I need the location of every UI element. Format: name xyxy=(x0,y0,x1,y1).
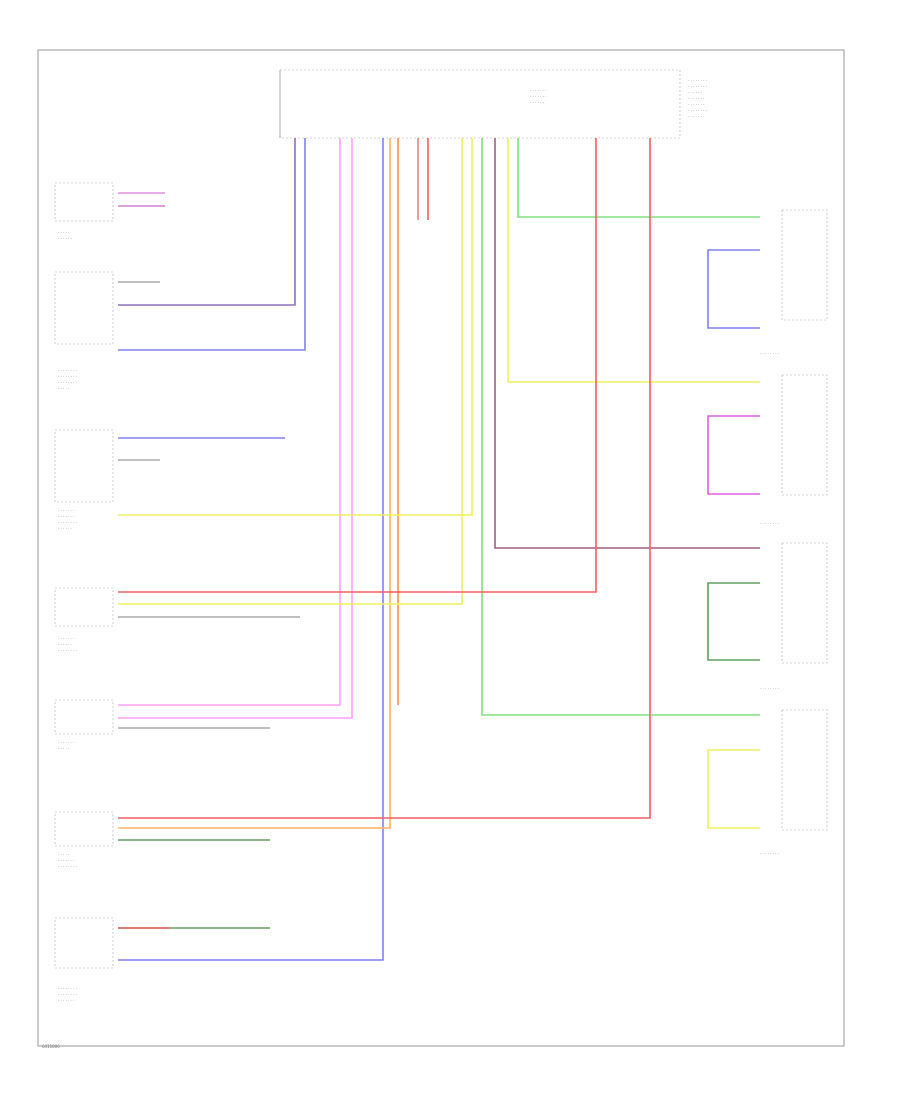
central-control-module: · · · · · · · · · · · · · · · · · · · · … xyxy=(279,69,707,139)
wire-yellow-loop xyxy=(707,749,760,829)
svg-text:· · · · · ·: · · · · · · xyxy=(688,90,702,95)
svg-text:· · · · ·: · · · · · xyxy=(58,852,69,857)
svg-text:· · · · ·: · · · · · xyxy=(58,386,69,391)
svg-text:· · · · · · · ·: · · · · · · · · xyxy=(760,521,779,526)
wire-green-b xyxy=(517,138,760,218)
svg-text:· · · · · · ·: · · · · · · · xyxy=(688,102,705,107)
svg-text:· · · · · · · ·: · · · · · · · · xyxy=(58,520,77,525)
wire-brown xyxy=(494,138,760,549)
svg-text:· · · · · · ·: · · · · · · · xyxy=(58,998,75,1003)
svg-text:· · · · · · ·: · · · · · · · xyxy=(530,94,547,99)
svg-text:· · · · · · · ·: · · · · · · · · xyxy=(58,648,77,653)
wire-darkgreen-loop xyxy=(707,582,760,661)
svg-text:· · · · · · · ·: · · · · · · · · xyxy=(58,864,77,869)
svg-text:· · · · · · ·: · · · · · · · xyxy=(58,858,75,863)
left-components: · · · · · · · · · · · · · · · · · · · · … xyxy=(54,182,114,1003)
wire-yellow-c xyxy=(507,138,760,383)
svg-text:· · · · · ·: · · · · · · xyxy=(530,100,544,105)
svg-text:· · · · · · · ·: · · · · · · · · xyxy=(58,380,77,385)
svg-text:· · · · · · · ·: · · · · · · · · xyxy=(688,108,707,113)
diagram-frame xyxy=(37,49,845,1047)
svg-text:· · · · · · · ·: · · · · · · · · xyxy=(58,374,77,379)
wires xyxy=(118,138,760,961)
svg-text:· · · · · · ·: · · · · · · · xyxy=(688,114,705,119)
svg-text:· · · · · · · ·: · · · · · · · · xyxy=(58,368,77,373)
wire-pink-b xyxy=(118,138,353,719)
svg-text:· · · · · · ·: · · · · · · · xyxy=(58,636,75,641)
svg-text:· · · · · · ·: · · · · · · · xyxy=(58,740,75,745)
wire-blue-loop xyxy=(707,249,760,329)
svg-text:· · · · · · · ·: · · · · · · · · xyxy=(688,84,707,89)
svg-text:· · · · ·: · · · · · xyxy=(58,746,69,751)
svg-text:· · · · · ·: · · · · · · xyxy=(58,642,72,647)
svg-text:· · · · · · ·: · · · · · · · xyxy=(530,88,547,93)
wire-red-a xyxy=(118,138,597,593)
svg-text:· · · · · · · ·: · · · · · · · · xyxy=(58,992,77,997)
svg-text:· · · · · · ·: · · · · · · · xyxy=(58,514,75,519)
svg-text:· · · · · ·: · · · · · · xyxy=(58,526,72,531)
wire-violet-b xyxy=(118,138,306,351)
svg-text:· · · · · · · ·: · · · · · · · · xyxy=(760,351,779,356)
wire-red-b xyxy=(118,138,651,819)
svg-text:· · · · ·: · · · · · xyxy=(58,230,69,235)
svg-text:· · · · · · ·: · · · · · · · xyxy=(688,96,705,101)
svg-text:· · · · · · · ·: · · · · · · · · xyxy=(760,851,779,856)
wire-pink-a xyxy=(118,138,341,706)
wire-yellow-a xyxy=(118,138,463,605)
svg-text:· · · · · ·: · · · · · · xyxy=(58,236,72,241)
right-components: · · · · · · · · · · · · · · · · · · · · … xyxy=(760,209,828,856)
svg-text:· · · · · · · ·: · · · · · · · · xyxy=(688,78,707,83)
wire-magenta-loop xyxy=(707,415,760,495)
wire-blue xyxy=(118,138,384,961)
svg-text:· · · · · · · ·: · · · · · · · · xyxy=(760,686,779,691)
wire-orange-a xyxy=(118,138,391,829)
wire-green-a xyxy=(481,138,760,716)
wire-violet-a xyxy=(118,138,296,306)
svg-text:· · · · · · · ·: · · · · · · · · xyxy=(58,986,77,991)
footer-code: 6411806 xyxy=(42,1044,60,1049)
svg-text:· · · · · · ·: · · · · · · · xyxy=(58,508,75,513)
wire-yellow-b xyxy=(118,138,473,516)
